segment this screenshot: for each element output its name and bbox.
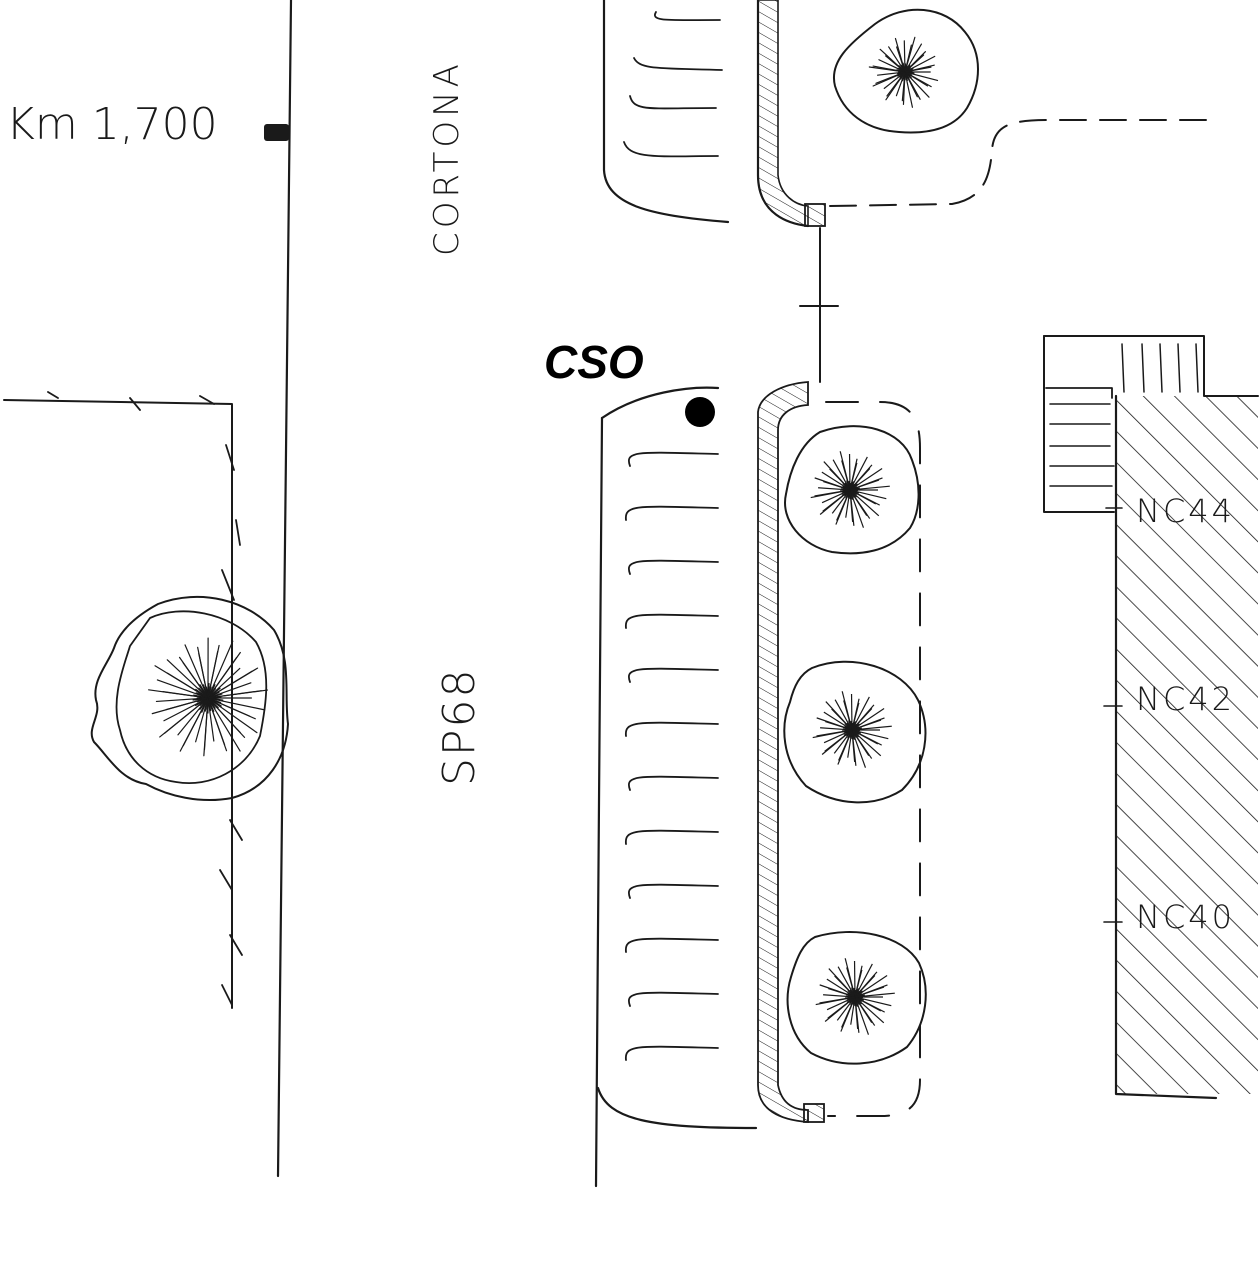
south-island xyxy=(596,381,921,1130)
parking-stall-mark xyxy=(628,775,719,791)
cso-marker-dot xyxy=(685,397,715,427)
parking-stall-mark xyxy=(628,559,719,575)
foliage-stroke xyxy=(194,690,262,701)
tree-south-2 xyxy=(783,660,927,804)
parking-stall-mark xyxy=(628,451,719,467)
parking-stall-mark xyxy=(625,937,719,953)
foliage-stroke xyxy=(154,665,222,707)
parking-stall-mark xyxy=(625,829,719,845)
street-label-sp68: SP68 xyxy=(434,668,485,786)
street-label-cortona: CORTONA xyxy=(427,60,467,256)
foliage-stroke xyxy=(841,725,892,732)
km-marker-post xyxy=(264,124,289,141)
road-edges xyxy=(276,0,604,1188)
left-fence xyxy=(3,391,243,1009)
tree-top xyxy=(832,8,979,134)
parking-stall-mark xyxy=(628,883,719,899)
house-number-nc40: NC40 xyxy=(1136,898,1235,936)
tree-south-1 xyxy=(784,425,920,555)
tree-left xyxy=(90,595,289,801)
house-number-nc44: NC44 xyxy=(1136,492,1235,530)
foliage-stroke xyxy=(839,485,890,492)
building xyxy=(1043,335,1259,1100)
parking-stall-mark xyxy=(628,991,719,1007)
parking-stall-mark xyxy=(625,1045,719,1061)
house-number-nc42: NC42 xyxy=(1136,680,1235,718)
parking-stall-mark xyxy=(628,667,719,683)
parking-stall-mark xyxy=(625,613,719,629)
foliage-stroke xyxy=(844,992,895,999)
parking-stall-mark xyxy=(625,721,719,737)
foliage-stroke xyxy=(897,66,932,74)
cso-label: CSO xyxy=(544,336,644,388)
parking-stall-mark xyxy=(625,505,719,521)
foliage-stroke xyxy=(196,670,253,706)
tree-south-3 xyxy=(786,931,927,1065)
km-label: Km 1,700 xyxy=(6,99,218,150)
north-island xyxy=(602,0,1211,228)
connector xyxy=(799,227,839,383)
